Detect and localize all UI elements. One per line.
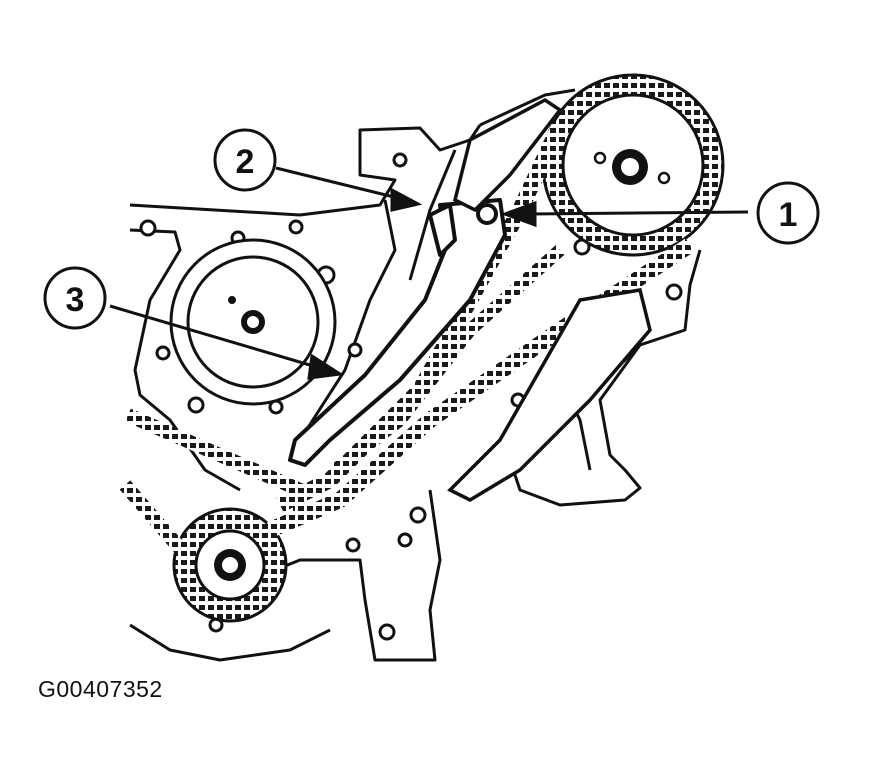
callout-2: 2 bbox=[213, 128, 277, 192]
chain-tensioner-arm bbox=[288, 198, 507, 467]
callout-3-label: 3 bbox=[66, 281, 85, 319]
leader-lines bbox=[109, 166, 749, 380]
left-camshaft-sprocket bbox=[169, 238, 337, 406]
callout-1: 1 bbox=[756, 181, 820, 245]
figure-code: G00407352 bbox=[38, 676, 163, 702]
right-chain-guide bbox=[447, 97, 652, 502]
callout-3: 3 bbox=[43, 266, 107, 330]
callout-2-label: 2 bbox=[236, 143, 255, 181]
engine-block-outline bbox=[129, 88, 702, 662]
right-camshaft-sprocket bbox=[541, 73, 725, 257]
crankshaft-sprocket bbox=[172, 507, 288, 623]
callout-1-label: 1 bbox=[779, 196, 798, 234]
